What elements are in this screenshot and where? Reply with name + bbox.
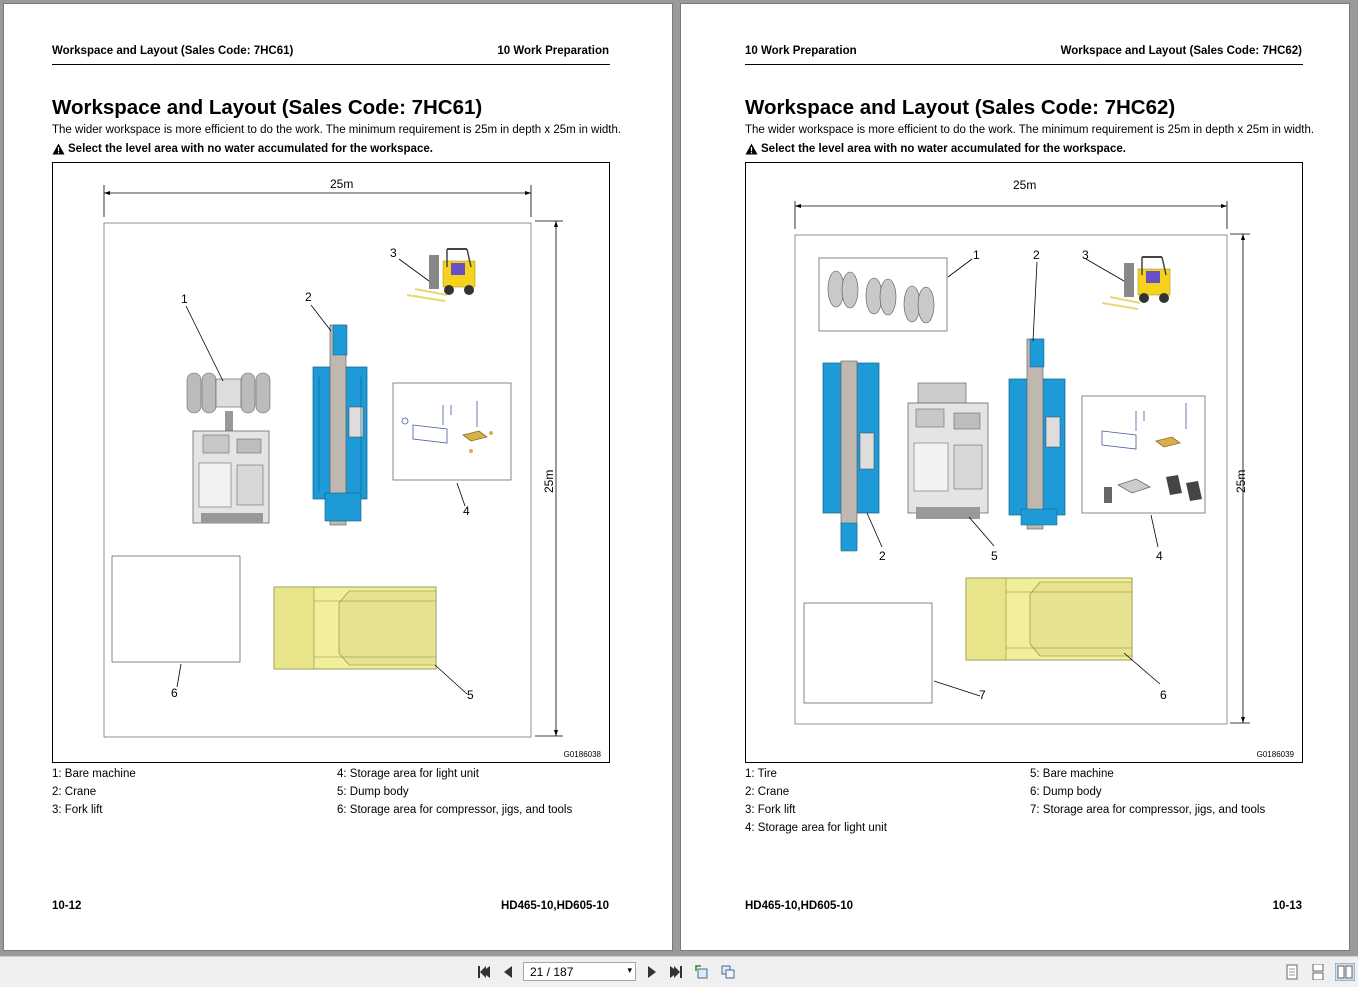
dim-depth-label: 25m [1234,470,1248,493]
page-indicator: 21 / 187 [530,965,574,979]
callout-6: 6 [171,686,178,700]
legend-item: 6: Dump body [1030,786,1102,798]
legend-item: 1: Tire [745,768,777,780]
dim-width-label: 25m [330,177,353,191]
callout-1: 1 [181,292,188,306]
rotate-icon[interactable] [694,964,710,980]
callout-4: 4 [463,504,470,518]
page-number: 10-13 [1272,900,1302,912]
legend-item: 1: Bare machine [52,768,136,780]
first-page-icon[interactable] [476,964,492,980]
continuous-icon[interactable] [1310,964,1326,980]
right-page: 10 Work Preparation Workspace and Layout… [680,3,1350,951]
callout-2: 2 [305,290,312,304]
warning-text: Select the level area with no water accu… [761,143,1126,155]
facing-icon[interactable] [1335,963,1355,981]
next-page-icon[interactable] [644,964,660,980]
prev-page-icon[interactable] [500,964,516,980]
callout-4: 4 [1156,549,1163,563]
legend-item: 7: Storage area for compressor, jigs, an… [1030,804,1266,816]
running-header-right: 10 Work Preparation [497,45,609,57]
running-header-left: 10 Work Preparation [745,45,857,57]
warning-text: Select the level area with no water accu… [68,143,433,155]
header-rule [52,64,610,65]
last-page-icon[interactable] [668,964,684,980]
callout-3: 3 [390,246,397,260]
legend-item: 4: Storage area for light unit [337,768,479,780]
page-number: 10-12 [52,900,82,912]
dump-body-icon [965,577,1133,661]
intro-text: The wider workspace is more efficient to… [52,124,622,136]
warning-note: Select the level area with no water accu… [52,143,433,155]
legend-item: 3: Fork lift [52,804,103,816]
warning-icon [52,143,65,155]
light-unit-parts-icon [1101,403,1202,503]
page-number-select[interactable]: 21 / 187 ▾ [523,962,636,981]
legend-item: 5: Bare machine [1030,768,1114,780]
callout-2b: 2 [879,549,886,563]
left-page: Workspace and Layout (Sales Code: 7HC61)… [3,3,673,951]
callout-3: 3 [1082,248,1089,262]
fit-icon[interactable] [720,964,736,980]
warning-icon [745,143,758,155]
crane-icon [312,324,368,526]
light-unit-parts-icon [401,401,493,453]
bare-machine-icon [186,372,271,524]
page-title: Workspace and Layout (Sales Code: 7HC61) [52,96,483,119]
crane-icon [822,360,880,552]
callout-5: 5 [467,688,474,702]
figure-code: G0186038 [563,750,601,759]
layout-diagram: 25m 25m 1 2 3 4 5 6 [103,177,563,738]
tire-icon [827,270,935,324]
legend-item: 4: Storage area for light unit [745,822,887,834]
callout-7: 7 [979,688,986,702]
layout-figure: 25m 25m 1 2 3 4 5 6 2 7 G0186039 [745,162,1303,763]
running-header-right: Workspace and Layout (Sales Code: 7HC62) [1060,45,1302,57]
model-label: HD465-10,HD605-10 [745,900,854,912]
legend-item: 2: Crane [745,786,790,798]
viewer-toolbar: 21 / 187 ▾ [0,956,1358,987]
page-title: Workspace and Layout (Sales Code: 7HC62) [745,96,1176,119]
legend-item: 3: Fork lift [745,804,796,816]
dropdown-arrow-icon: ▾ [627,965,632,975]
running-header-left: Workspace and Layout (Sales Code: 7HC61) [52,45,294,57]
forklift-icon [1101,256,1171,310]
legend-item: 2: Crane [52,786,97,798]
dump-body-icon [273,586,437,670]
forklift-icon [406,248,476,302]
legend-item: 6: Storage area for compressor, jigs, an… [337,804,573,816]
intro-text: The wider workspace is more efficient to… [745,124,1315,136]
figure-code: G0186039 [1256,750,1294,759]
dim-depth-label: 25m [542,470,556,493]
header-rule [745,64,1303,65]
callout-5: 5 [991,549,998,563]
callout-1: 1 [973,248,980,262]
bare-machine-icon [907,382,989,519]
layout-figure: 25m 25m 1 2 3 4 5 6 G0186038 [52,162,610,763]
callout-6: 6 [1160,688,1167,702]
model-label: HD465-10,HD605-10 [500,900,609,912]
legend-item: 5: Dump body [337,786,409,798]
warning-note: Select the level area with no water accu… [745,143,1126,155]
layout-diagram: 25m 25m 1 2 3 4 5 6 2 7 [794,178,1250,725]
single-page-icon[interactable] [1284,964,1300,980]
callout-2: 2 [1033,248,1040,262]
dim-width-label: 25m [1013,178,1036,192]
crane-icon [1008,338,1066,530]
